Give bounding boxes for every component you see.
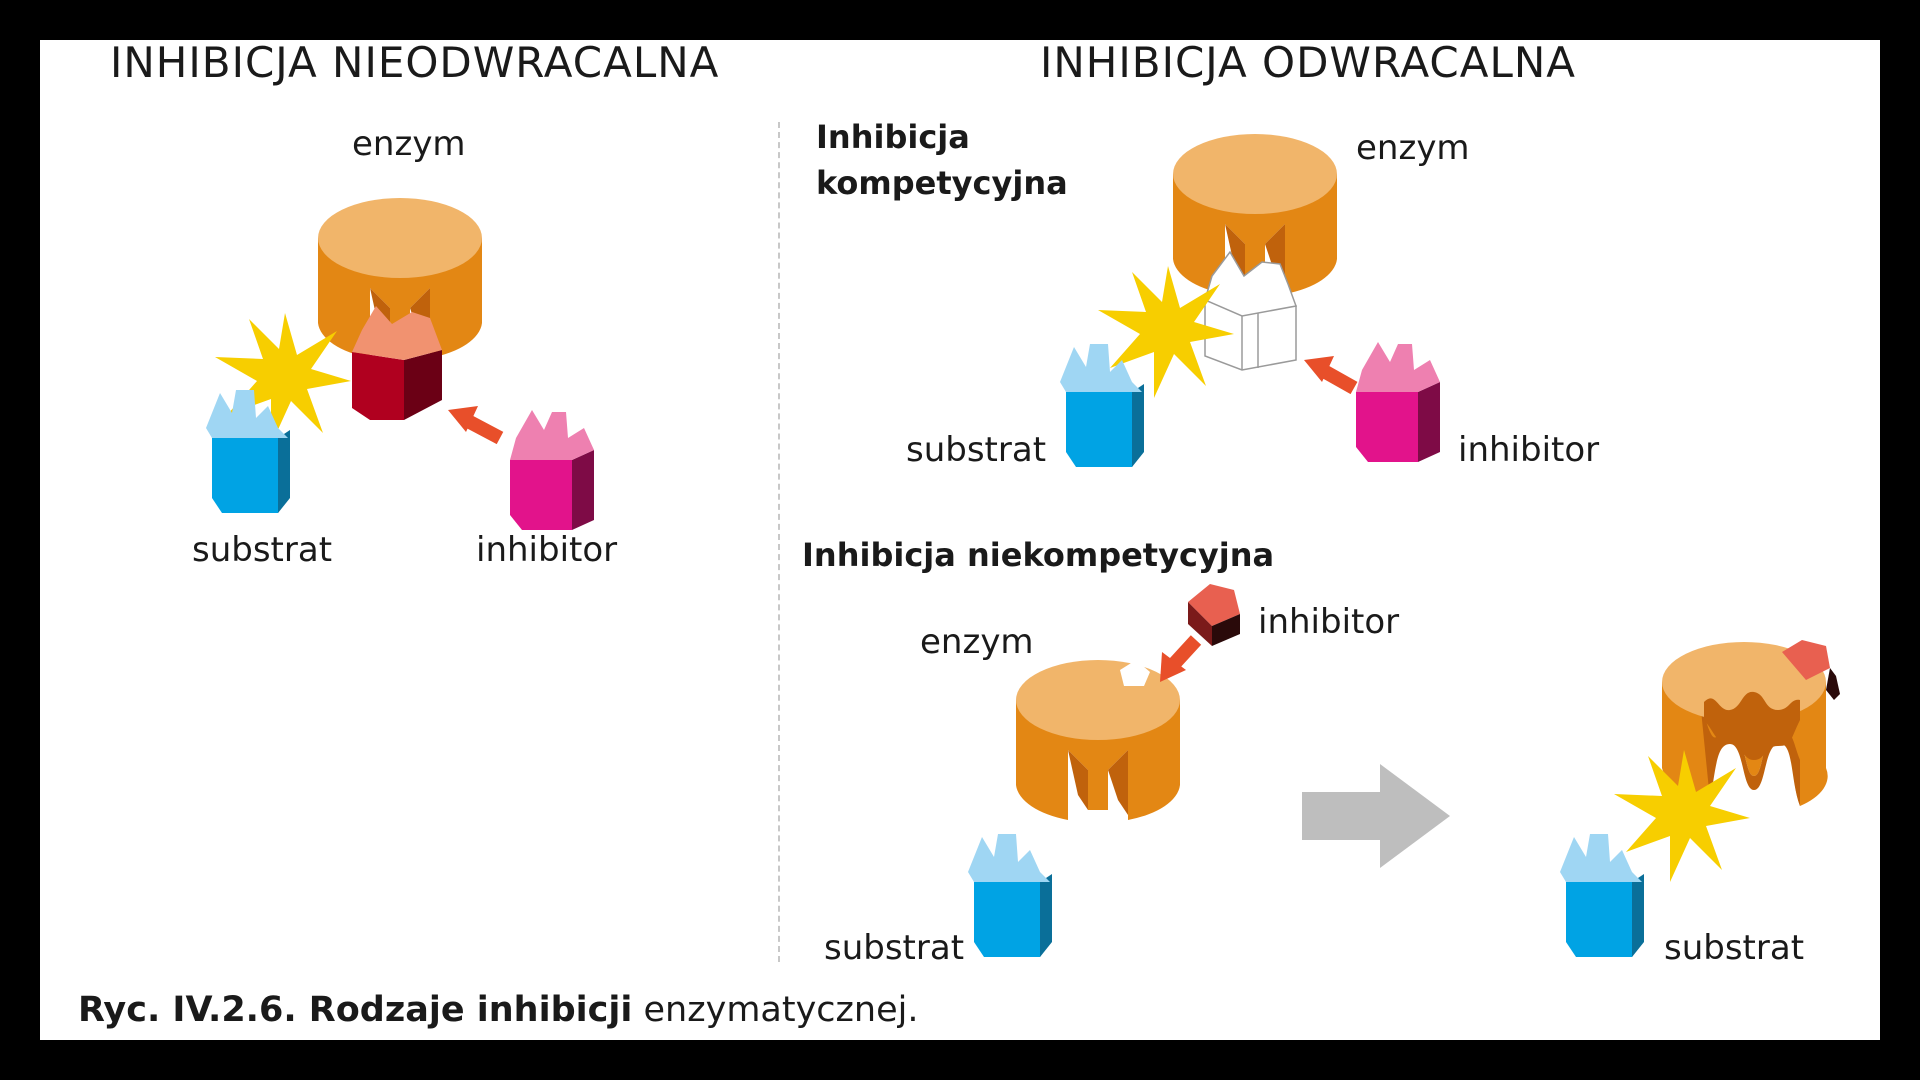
competitive-inhibitor bbox=[1356, 342, 1440, 462]
caption-normal: enzymatycznej. bbox=[632, 990, 919, 1030]
irreversible-bound-inhibitor bbox=[352, 306, 442, 420]
competitive-title-line2: kompetycyjna bbox=[816, 164, 1068, 202]
caption-bold: Ryc. IV.2.6. Rodzaje inhibicji bbox=[78, 990, 633, 1030]
irreversible-substrate-label: substrat bbox=[192, 530, 333, 570]
noncompetitive-result-enzyme bbox=[1662, 640, 1840, 806]
transition-arrow bbox=[1302, 764, 1450, 868]
noncompetitive-title: Inhibicja niekompetycyjna bbox=[802, 536, 1275, 574]
competitive-substrate-label: substrat bbox=[906, 430, 1047, 470]
irreversible-title: INHIBICJA NIEODWRACALNA bbox=[110, 38, 720, 87]
competitive-title: Inhibicja kompetycyjna bbox=[816, 114, 1068, 206]
noncompetitive-free-inhibitor bbox=[1188, 584, 1240, 646]
section-divider bbox=[778, 122, 780, 962]
reversible-title: INHIBICJA ODWRACALNA bbox=[1040, 38, 1577, 87]
competitive-arrow bbox=[1304, 356, 1358, 395]
figure-caption: Ryc. IV.2.6. Rodzaje inhibicji enzymatyc… bbox=[78, 990, 918, 1030]
competitive-inhibitor-label: inhibitor bbox=[1458, 430, 1600, 470]
noncompetitive-arrow bbox=[1160, 635, 1202, 682]
noncompetitive-result-substrate-label: substrat bbox=[1664, 928, 1805, 968]
noncompetitive-result-burst bbox=[1614, 750, 1750, 882]
noncompetitive-substrate bbox=[968, 834, 1052, 957]
competitive-empty-site bbox=[1204, 250, 1298, 371]
competitive-title-line1: Inhibicja bbox=[816, 118, 970, 156]
competitive-substrate bbox=[1060, 344, 1144, 467]
competitive-enzyme-label: enzym bbox=[1356, 128, 1470, 168]
noncompetitive-inhibitor-label: inhibitor bbox=[1258, 602, 1400, 642]
noncompetitive-enzyme-label: enzym bbox=[920, 622, 1034, 662]
irreversible-enzyme-label: enzym bbox=[352, 124, 466, 164]
irreversible-inhibitor bbox=[510, 410, 594, 530]
noncompetitive-substrate-label: substrat bbox=[824, 928, 965, 968]
irreversible-arrow bbox=[448, 406, 504, 445]
noncompetitive-enzyme bbox=[1016, 660, 1180, 820]
irreversible-inhibitor-label: inhibitor bbox=[476, 530, 618, 570]
noncompetitive-result-substrate bbox=[1560, 834, 1644, 957]
